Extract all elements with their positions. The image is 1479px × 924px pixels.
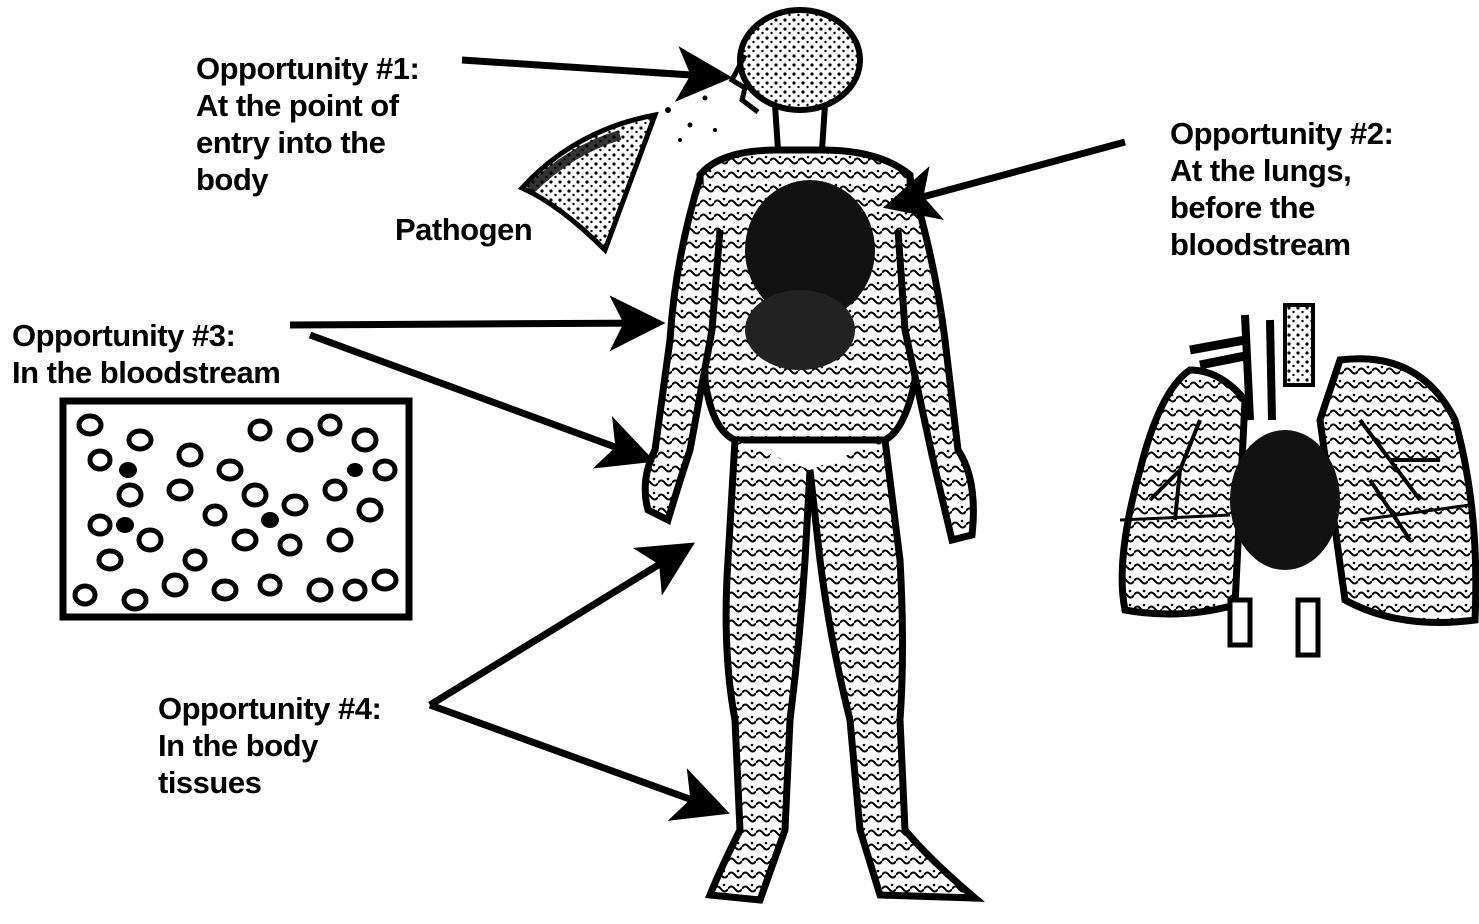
arrow-opportunity-1	[462, 60, 722, 77]
label-opportunity-1-title: Opportunity #1:	[196, 50, 419, 87]
label-opportunity-4-line-1: In the body	[158, 727, 381, 764]
label-opportunity-4-title: Opportunity #4:	[158, 690, 381, 727]
label-opportunity-1-line-2: entry into the	[196, 124, 419, 161]
label-pathogen: Pathogen	[395, 211, 532, 248]
label-opportunity-2-line-3: bloodstream	[1170, 226, 1393, 263]
label-opportunity-1: Opportunity #1: At the point of entry in…	[196, 50, 419, 198]
blood-cells-panel	[63, 401, 409, 617]
label-opportunity-3-title: Opportunity #3:	[12, 317, 280, 354]
label-opportunity-1-line-1: At the point of	[196, 87, 419, 124]
lungs-heart-icon	[1120, 305, 1476, 655]
label-opportunity-3: Opportunity #3: In the bloodstream	[12, 317, 280, 391]
arrow-opportunity-4-lower	[430, 705, 720, 810]
human-body-figure	[645, 10, 975, 900]
label-opportunity-4-line-2: tissues	[158, 764, 381, 801]
label-opportunity-2-line-2: before the	[1170, 189, 1393, 226]
label-opportunity-2-line-1: At the lungs,	[1170, 152, 1393, 189]
label-opportunity-3-line-1: In the bloodstream	[12, 354, 280, 391]
arrow-opportunity-4-upper	[430, 548, 686, 705]
label-opportunity-4: Opportunity #4: In the body tissues	[158, 690, 381, 801]
label-opportunity-1-line-3: body	[196, 161, 419, 198]
arrow-opportunity-3-upper	[290, 323, 655, 325]
arrow-opportunity-2	[893, 142, 1125, 205]
label-opportunity-2: Opportunity #2: At the lungs, before the…	[1170, 115, 1393, 263]
label-opportunity-2-title: Opportunity #2:	[1170, 115, 1393, 152]
